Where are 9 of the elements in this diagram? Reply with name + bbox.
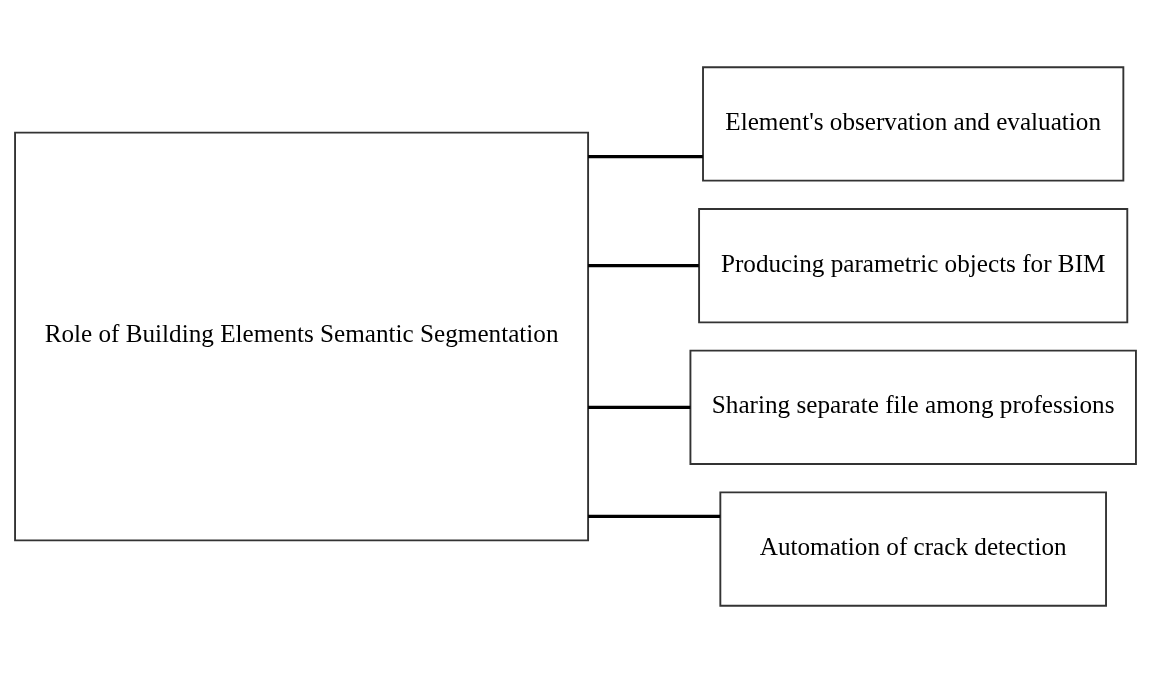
node-box: Role of Building Elements Semantic Segmentation <box>14 131 590 542</box>
connector <box>588 155 703 159</box>
connector <box>588 514 721 518</box>
node-box: Automation of crack detection <box>719 491 1107 607</box>
connector <box>588 405 691 409</box>
node-box: Element's observation and evaluation <box>702 66 1125 182</box>
node-box: Producing parametric objects for BIM <box>698 208 1129 324</box>
node-box: Sharing separate file among professions <box>689 349 1137 465</box>
connector <box>588 264 699 268</box>
